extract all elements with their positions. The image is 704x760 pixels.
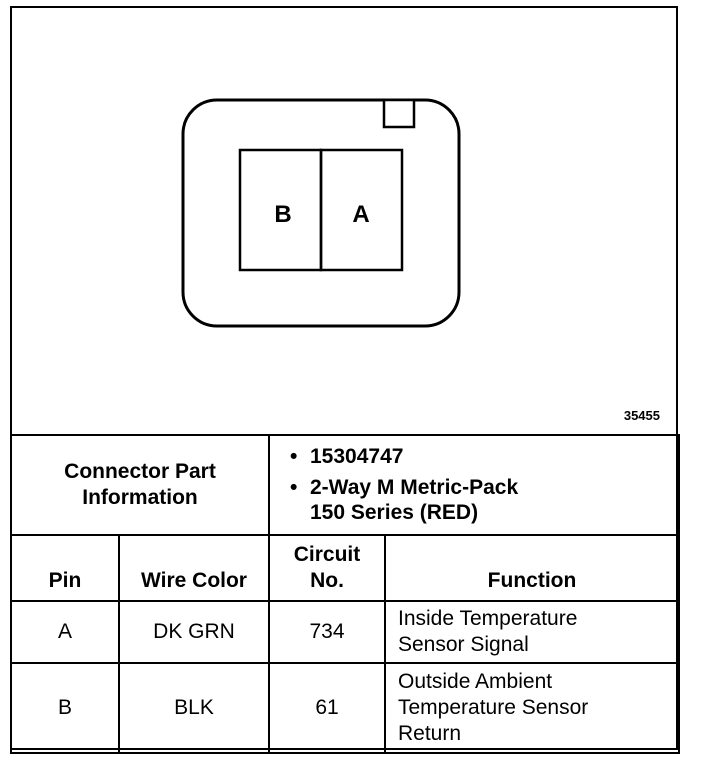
header-wire-color: Wire Color [118, 534, 270, 602]
circuit-cell: 61 [268, 662, 386, 754]
pin-label-a: A [352, 201, 369, 228]
part-label-line: Connector Part [64, 460, 216, 483]
pin-label-b: B [274, 201, 291, 228]
function-cell: Outside Ambient Temperature Sensor Retur… [384, 662, 680, 754]
connector-body-outline [181, 98, 461, 328]
pin-cell: B [10, 662, 120, 754]
connector-face-svg: B A [181, 98, 461, 328]
connector-type-line: 2-Way M Metric-Pack [310, 475, 519, 499]
header-function: Function [384, 534, 680, 602]
locking-tab-notch [382, 98, 416, 129]
wire-color-cell: BLK [118, 662, 270, 754]
header-pin: Pin [10, 534, 120, 602]
connector-face-diagram: B A 35455 [12, 8, 676, 434]
function-line: Temperature Sensor [398, 696, 589, 719]
bullet-glyph: • [290, 444, 298, 468]
wire-color-cell: DK GRN [118, 600, 270, 664]
connector-part-label: Connector Part Information [10, 434, 270, 536]
header-circuit-line: Circuit [293, 543, 361, 566]
pin-cavity-a [319, 148, 404, 272]
part-number: 15304747 [310, 444, 404, 468]
connector-type-line: 150 Series (RED) [310, 500, 479, 524]
function-line: Inside Temperature [398, 607, 578, 630]
bullet-glyph: • [290, 475, 298, 499]
connector-diagram-frame: B A 35455 Connector Part Information • 1… [10, 6, 680, 754]
header-circuit-no: Circuit No. [268, 534, 386, 602]
table-row: B BLK 61 Outside Ambient Temperature Sen… [10, 662, 680, 754]
part-number-item: • 15304747 [290, 444, 678, 469]
function-line: Sensor Signal [398, 633, 529, 656]
function-cell: Inside Temperature Sensor Signal [384, 600, 680, 664]
part-label-line: Information [82, 486, 198, 509]
figure-number: 35455 [623, 408, 660, 423]
function-line: Return [398, 722, 462, 745]
pin-cell: A [10, 600, 120, 664]
connector-type-item: • 2-Way M Metric-Pack 150 Series (RED) [290, 475, 678, 525]
function-line: Outside Ambient [398, 670, 553, 693]
circuit-cell: 734 [268, 600, 386, 664]
header-circuit-line: No. [310, 569, 344, 592]
connector-part-details: • 15304747 • 2-Way M Metric-Pack 150 Ser… [268, 434, 680, 536]
part-info-row: Connector Part Information • 15304747 • … [10, 434, 680, 536]
connector-info-table: Connector Part Information • 15304747 • … [10, 434, 680, 754]
header-row: Pin Wire Color Circuit No. Function [10, 534, 680, 602]
table-row: A DK GRN 734 Inside Temperature Sensor S… [10, 600, 680, 664]
